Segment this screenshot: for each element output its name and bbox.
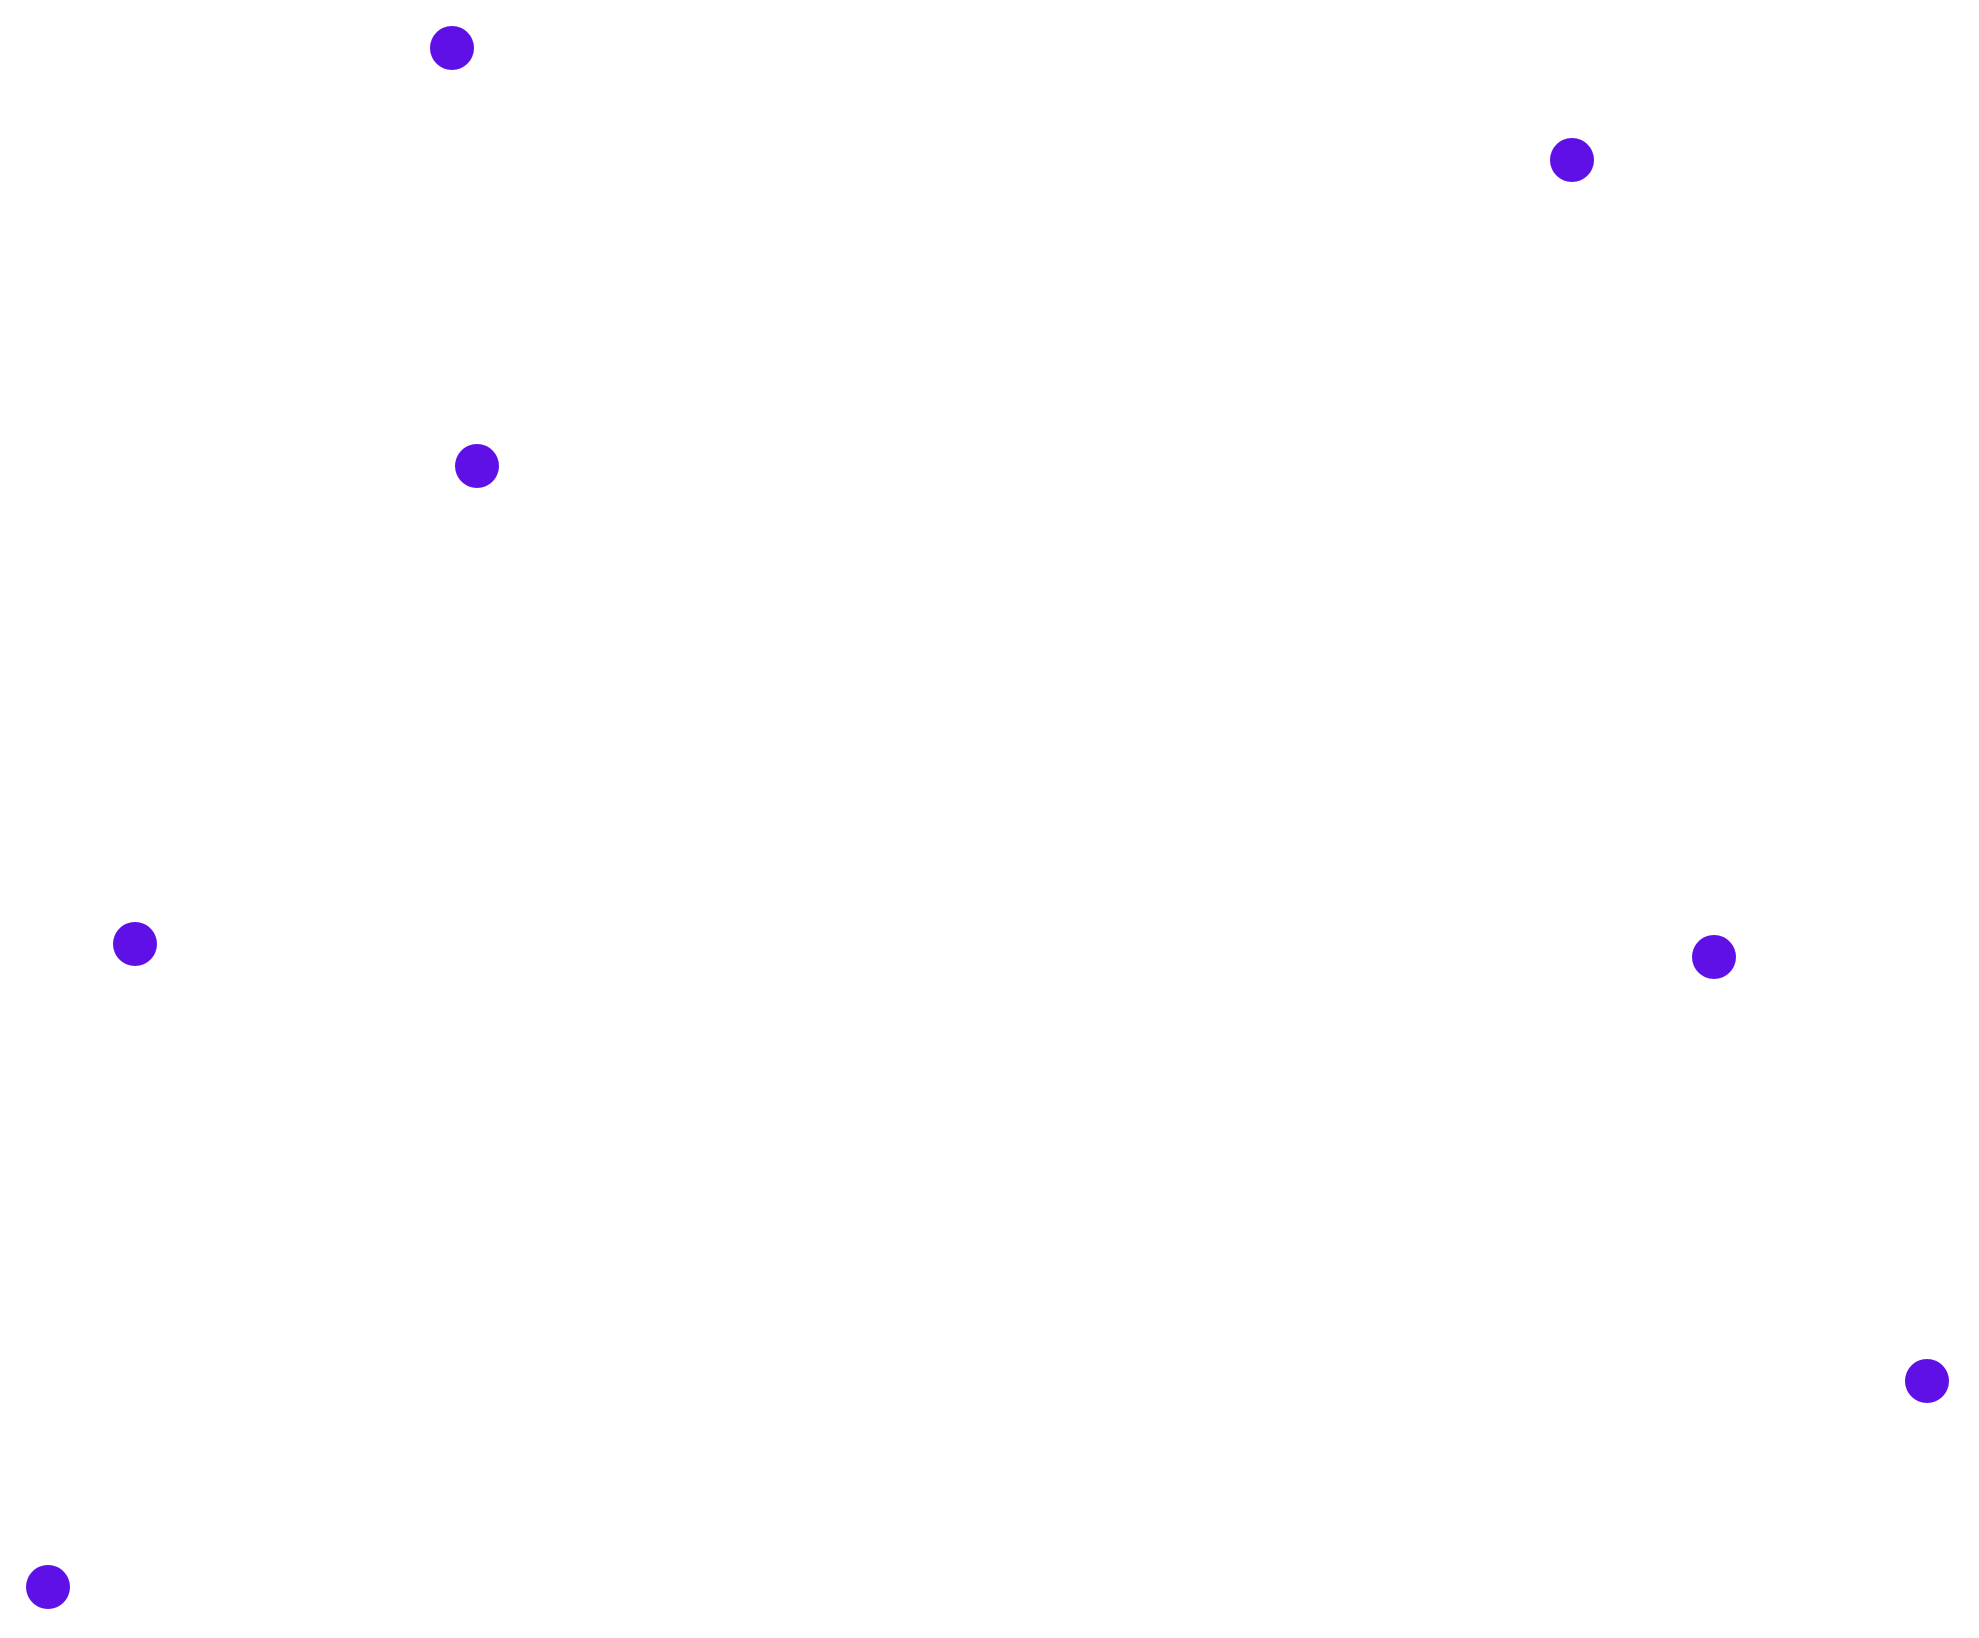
dot bbox=[1692, 935, 1736, 979]
dot bbox=[113, 922, 157, 966]
dot bbox=[455, 444, 499, 488]
dot bbox=[26, 1565, 70, 1609]
dot bbox=[1905, 1359, 1949, 1403]
dot bbox=[430, 26, 474, 70]
dot bbox=[1550, 138, 1594, 182]
